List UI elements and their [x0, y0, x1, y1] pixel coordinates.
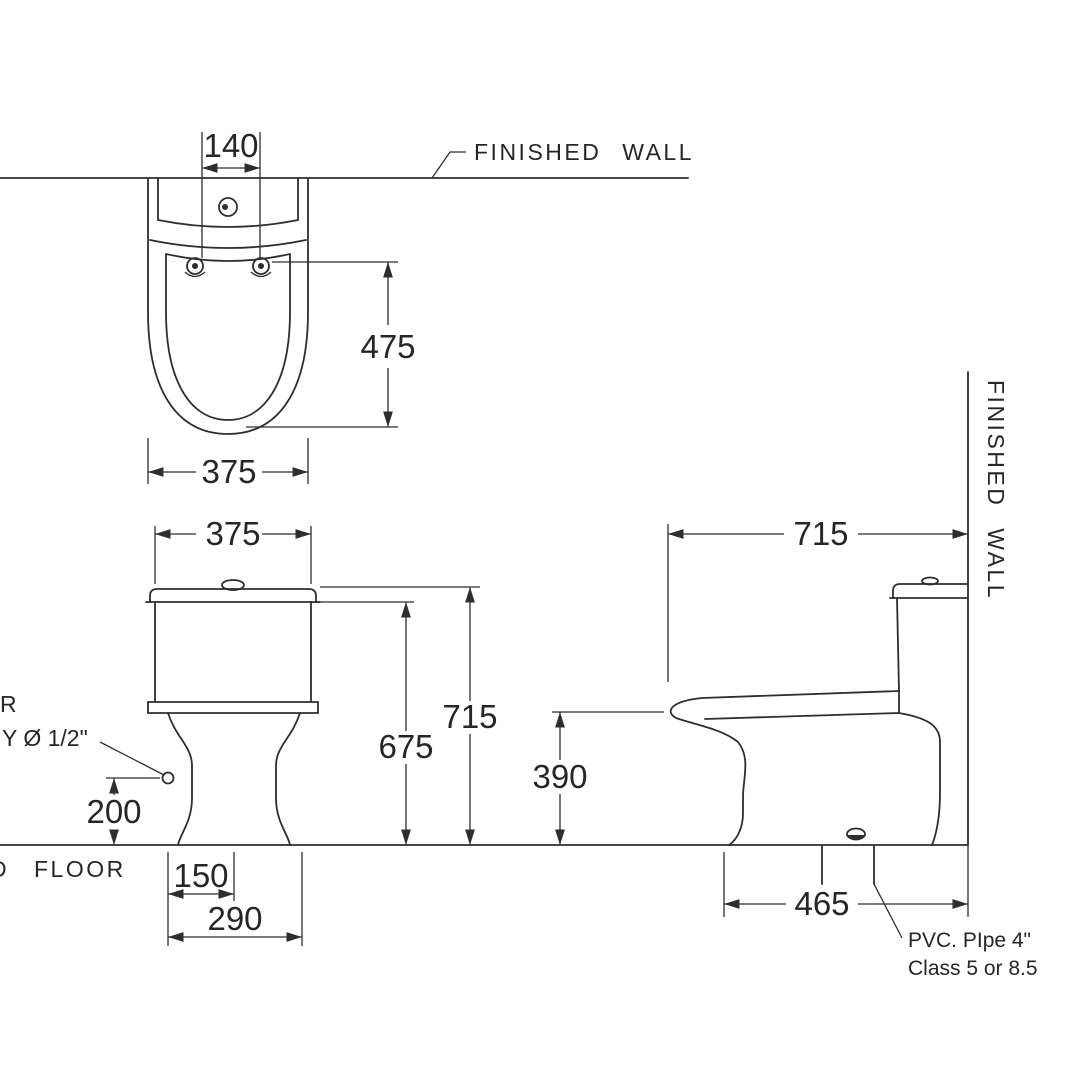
supply-label-line2: Y Ø 1/2" — [2, 725, 88, 751]
dim-150: 150 — [167, 852, 235, 946]
dim-475-label: 475 — [360, 328, 415, 365]
finished-wall-top-callout: FINISHED WALL — [431, 139, 694, 179]
dim-715-front-label: 715 — [442, 698, 497, 735]
dim-375-plan: 375 — [147, 438, 309, 490]
seat-hinge-right — [252, 257, 270, 275]
dim-140: 140 — [201, 127, 261, 258]
floor-label-cut: D — [0, 856, 9, 882]
pvc-pipe-label-line1: PVC. PIpe 4" — [908, 929, 1031, 952]
dim-675-label: 675 — [378, 728, 433, 765]
dim-375-plan-label: 375 — [201, 453, 256, 490]
toilet-side-view — [669, 576, 969, 885]
toilet-front-view — [145, 579, 321, 846]
toilet-top-view — [147, 177, 309, 435]
flush-button-side — [921, 576, 939, 586]
dim-200: 200 — [86, 777, 160, 845]
finished-wall-top-label: FINISHED WALL — [474, 139, 694, 165]
seat-hinge-left — [186, 257, 204, 275]
dim-675: 675 — [316, 601, 434, 845]
supply-callout: R Y Ø 1/2" — [0, 691, 165, 776]
finished-wall-side-label: FINISHED WALL — [983, 380, 1009, 600]
dim-715-front: 715 — [320, 586, 498, 845]
dim-390-label: 390 — [532, 758, 587, 795]
dim-715-side: 715 — [667, 515, 968, 682]
dim-475: 475 — [246, 261, 416, 428]
dim-375-front-label: 375 — [205, 515, 260, 552]
dim-200-label: 200 — [86, 793, 141, 830]
flush-button-plan — [218, 197, 238, 217]
dim-390: 390 — [532, 711, 664, 845]
floor-label: FLOOR — [34, 856, 126, 882]
pvc-pipe-callout: PVC. PIpe 4" Class 5 or 8.5 — [873, 883, 1038, 980]
supply-label-line1: R — [0, 691, 17, 717]
dim-290-label: 290 — [207, 900, 262, 937]
dim-465: 465 — [723, 845, 969, 922]
dim-290: 290 — [168, 852, 303, 946]
dim-715-side-label: 715 — [793, 515, 848, 552]
water-supply-point — [161, 771, 175, 785]
dim-140-label: 140 — [203, 127, 258, 164]
dim-465-label: 465 — [794, 885, 849, 922]
tank-lid-knob — [221, 579, 245, 591]
dim-375-front: 375 — [154, 515, 312, 584]
pvc-pipe-label-line2: Class 5 or 8.5 — [908, 957, 1038, 980]
dim-150-label: 150 — [173, 857, 228, 894]
